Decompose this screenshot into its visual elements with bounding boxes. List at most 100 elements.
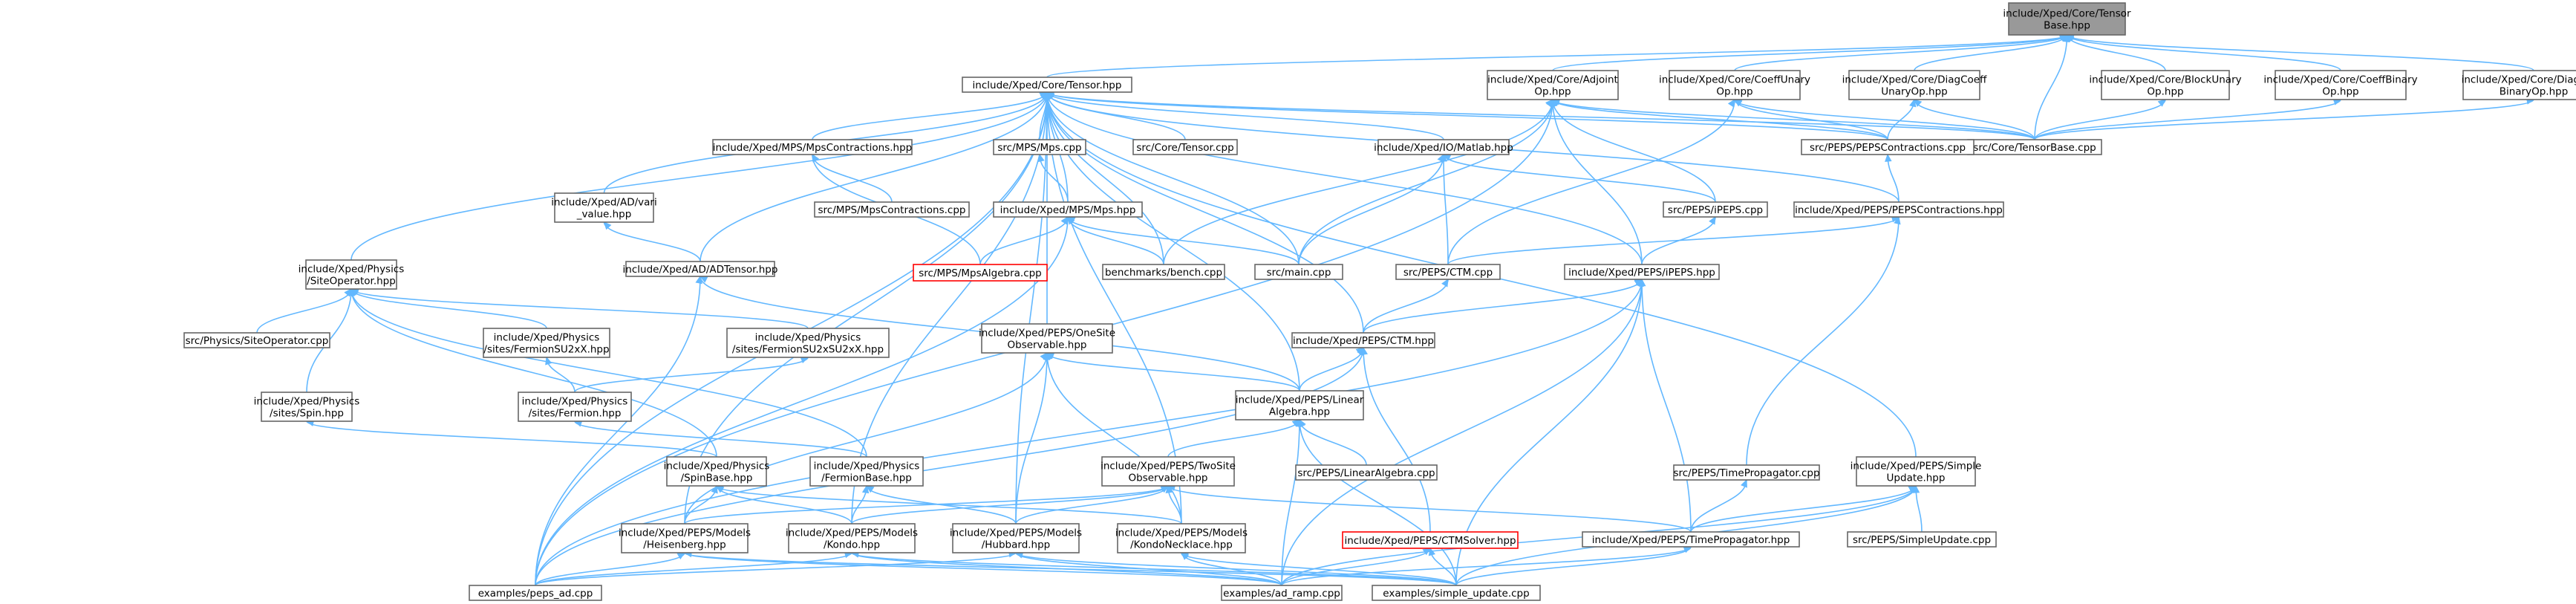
edge-line (1299, 347, 1364, 392)
edge-arrowhead (1043, 91, 1051, 100)
edge-line (1281, 546, 1692, 586)
edge-line (1046, 91, 1643, 265)
graph-node-fermion[interactable]: include/Xped/Physics/sites/Fermion.hpp (518, 392, 632, 422)
edge-line (1641, 216, 1716, 265)
graph-node-ctmsolver[interactable]: include/Xped/PEPS/CTMSolver.hpp (1342, 531, 1519, 549)
graph-node-mpscontr-cpp[interactable]: src/MPS/MpsContractions.cpp (814, 201, 970, 218)
node-box (809, 456, 924, 487)
graph-node-tensor-cpp[interactable]: src/Core/Tensor.cpp (1132, 139, 1238, 155)
graph-node-heis[interactable]: include/Xped/PEPS/Models/Heisenberg.hpp (619, 523, 751, 553)
node-label: include/Xped/PEPS/Simple (1851, 461, 1982, 473)
graph-node-spinbase[interactable]: include/Xped/Physics/SpinBase.hpp (664, 456, 770, 487)
dependency-edge (1046, 351, 1182, 525)
edge-line (1046, 352, 1182, 525)
graph-node-matlab[interactable]: include/Xped/IO/Matlab.hpp (1374, 139, 1513, 155)
graph-node-tensorbase-cpp[interactable]: src/Core/TensorBase.cpp (1967, 139, 2102, 155)
edge-arrowhead (812, 153, 819, 163)
node-label: examples/peps_ad.cpp (478, 588, 593, 600)
dependency-edge (256, 288, 352, 334)
node-box (261, 392, 353, 422)
graph-node-diagcoeffbinary[interactable]: include/Xped/Core/DiagCoeffBinaryOp.hpp (2462, 70, 2576, 100)
node-label: include/Xped/PEPS/Models (950, 527, 1082, 539)
graph-node-simple-cpp[interactable]: src/PEPS/SimpleUpdate.cpp (1847, 531, 1997, 548)
graph-node-tensor[interactable]: include/Xped/Core/Tensor.hpp (962, 77, 1132, 93)
edge-arrowhead (861, 484, 870, 494)
edge-line (1015, 91, 1048, 525)
graph-node-timeprop-cpp[interactable]: src/PEPS/TimePropagator.cpp (1673, 464, 1820, 481)
node-label: Base.hpp (2044, 20, 2090, 32)
graph-node-fermbase[interactable]: include/Xped/Physics/FermionBase.hpp (809, 456, 924, 487)
graph-node-simple-hpp[interactable]: include/Xped/PEPS/SimpleUpdate.hpp (1851, 456, 1982, 487)
node-layer: include/Xped/Core/TensorBase.hpp include/… (183, 2, 2576, 601)
graph-node-main[interactable]: src/main.cpp (1254, 264, 1343, 280)
edge-line (1734, 34, 2068, 71)
node-label: include/Xped/AD/ADTensor.hpp (623, 264, 778, 276)
graph-node-spin[interactable]: include/Xped/Physics/sites/Spin.hpp (254, 392, 360, 422)
dependency-edge (2066, 34, 2166, 71)
graph-node-ctm-hpp[interactable]: include/Xped/PEPS/CTM.hpp (1291, 332, 1435, 348)
dependency-edge (1914, 99, 2035, 140)
dependency-edge (1045, 91, 1164, 265)
dependency-edge (603, 221, 701, 262)
graph-node-timeprop-hpp[interactable]: include/Xped/PEPS/TimePropagator.hpp (1582, 531, 1800, 548)
graph-node-linalg-cpp[interactable]: src/PEPS/LinearAlgebra.cpp (1295, 464, 1438, 481)
graph-node-pepscontr-cpp[interactable]: src/PEPS/PEPSContractions.cpp (1801, 139, 1975, 155)
graph-node-ctm-cpp[interactable]: src/PEPS/CTM.cpp (1395, 264, 1501, 280)
graph-node-simple-update[interactable]: examples/simple_update.cpp (1372, 585, 1541, 601)
dependency-edge (1690, 485, 1917, 533)
graph-node-linalg-hpp[interactable]: include/Xped/PEPS/LinearAlgebra.hpp (1235, 390, 1364, 420)
graph-node-advari[interactable]: include/Xped/AD/vari_value.hpp (551, 192, 657, 223)
node-box (1295, 464, 1438, 481)
graph-node-mpsalgebra[interactable]: src/MPS/MpsAlgebra.cpp (913, 264, 1048, 282)
node-label: include/Xped/PEPS/Models (1115, 527, 1248, 539)
graph-node-ad-ramp[interactable]: examples/ad_ramp.cpp (1221, 585, 1343, 601)
graph-node-adtensor[interactable]: include/Xped/AD/ADTensor.hpp (623, 261, 778, 277)
node-box (183, 332, 330, 348)
graph-node-kondo[interactable]: include/Xped/PEPS/Models/Kondo.hpp (786, 523, 918, 553)
graph-node-bench[interactable]: benchmarks/bench.cpp (1102, 264, 1225, 280)
edge-line (1015, 485, 1169, 525)
edge-line (684, 552, 1282, 586)
dependency-edge (1299, 418, 1367, 466)
graph-node-siteop-cpp[interactable]: src/Physics/SiteOperator.cpp (183, 332, 330, 348)
edge-line (1046, 91, 1164, 265)
node-label: _value.hpp (576, 209, 632, 221)
edge-arrowhead (1733, 99, 1743, 107)
dependency-edge (1046, 352, 1300, 392)
graph-node-hubbard[interactable]: include/Xped/PEPS/Models/Hubbard.hpp (950, 523, 1082, 553)
dependency-edge (1363, 278, 1449, 334)
graph-node-mpscontr-hpp[interactable]: include/Xped/MPS/MpsContractions.hpp (712, 139, 913, 155)
node-label: /FermionBase.hpp (821, 473, 912, 484)
graph-node-pepscontr-hpp[interactable]: include/Xped/PEPS/PEPSContractions.hpp (1793, 201, 2004, 218)
graph-node-fermsu2[interactable]: include/Xped/Physics/sites/FermionSU2xX.… (483, 328, 610, 358)
dependency-edge (574, 357, 809, 393)
node-label: Op.hpp (1534, 86, 1571, 98)
graph-node-peps-ad[interactable]: examples/peps_ad.cpp (469, 585, 602, 601)
graph-node-mps-hpp[interactable]: include/Xped/MPS/Mps.hpp (993, 201, 1143, 218)
node-label: include/Xped/Core/CoeffUnary (1659, 74, 1810, 86)
edge-line (851, 91, 1048, 525)
node-box (788, 523, 916, 553)
graph-node-root[interactable]: include/Xped/Core/TensorBase.hpp (2003, 2, 2131, 36)
edge-line (1455, 546, 1692, 586)
graph-node-siteop-hpp[interactable]: include/Xped/Physics/SiteOperator.hpp (299, 259, 405, 290)
node-label: include/Xped/PEPS/Linear (1236, 394, 1364, 406)
edge-line (1167, 419, 1300, 458)
graph-node-ipeps-hpp[interactable]: include/Xped/PEPS/iPEPS.hpp (1564, 264, 1720, 280)
edge-arrowhead (1037, 153, 1045, 163)
node-label: src/Core/Tensor.cpp (1136, 142, 1233, 154)
graph-node-kondoneck[interactable]: include/Xped/PEPS/Models/KondoNecklace.h… (1115, 523, 1248, 553)
edge-arrowhead (1727, 98, 1735, 108)
graph-node-ipeps-cpp[interactable]: src/PEPS/iPEPS.cpp (1663, 201, 1768, 218)
graph-node-fermsu2su2[interactable]: include/Xped/Physics/sites/FermionSU2xSU… (726, 328, 890, 358)
node-box (1254, 264, 1343, 280)
edge-line (350, 288, 867, 458)
graph-node-mps-cpp[interactable]: src/MPS/Mps.cpp (993, 139, 1086, 155)
